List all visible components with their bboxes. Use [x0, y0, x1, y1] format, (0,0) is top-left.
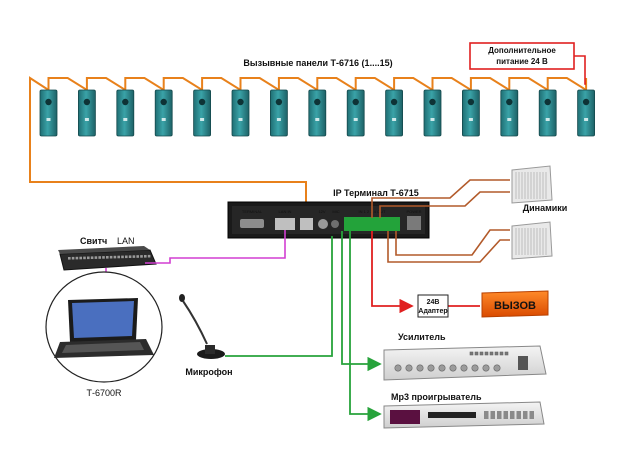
call-panel-icon [538, 89, 557, 137]
speakers-label: Динамики [523, 203, 568, 213]
call-panel-icon [231, 89, 250, 137]
call-panel-icon [78, 89, 96, 137]
switch-label: Свитч [80, 236, 107, 246]
microphone-icon [179, 294, 225, 359]
call-panels [39, 89, 595, 137]
network-switch [58, 246, 157, 271]
call-panel-icon [308, 89, 327, 137]
network-switch-icon [58, 246, 157, 271]
call-sign-icon [481, 290, 549, 318]
amplifier-label: Усилитель [398, 332, 446, 342]
port-lan-label: LAN IN [279, 209, 292, 214]
call-panel-icon [385, 89, 404, 137]
extra-power-box: Дополнительное питание 24 В [469, 42, 586, 85]
amplifier-icon [383, 345, 547, 381]
call-panel-icon [423, 89, 442, 137]
adapter-wiring [371, 231, 480, 314]
speaker-icon [511, 221, 553, 260]
call-panel-icon [461, 89, 480, 137]
port-power-label: POWER [406, 209, 421, 214]
call-panel-icon [116, 89, 135, 137]
lan-label: LAN [117, 236, 135, 246]
call-panel-icon [193, 89, 212, 137]
microphone-label: Микрофон [185, 367, 232, 377]
computer-label: Т-6700R [86, 388, 122, 398]
port-mic-label: MIC [332, 209, 339, 214]
panels-label: Вызывные панели Т-6716 (1....15) [243, 58, 392, 68]
speaker-wiring [371, 179, 510, 263]
speaker-top [511, 165, 553, 204]
speaker-bottom [511, 221, 553, 260]
adapter-label-line1: 24В [427, 299, 440, 306]
mp3-player-icon [383, 401, 545, 429]
mp3-label: Мр3 проигрыватель [391, 392, 482, 402]
laptop-icon [54, 298, 154, 358]
call-panel-icon [346, 89, 365, 137]
adapter-label-line2: Адаптер [418, 308, 447, 315]
ip-terminal: TERMINAL LAN IN 12V MIC IN 1 2 3 4 OUT P… [227, 201, 430, 239]
terminal-label: IP Терминал Т-6715 [333, 188, 419, 198]
amplifier [383, 345, 547, 381]
port-12v-label: 12V [318, 209, 325, 214]
call-panel-icon [39, 89, 58, 137]
call-sign-text: ВЫЗОВ [494, 300, 536, 312]
speaker-icon [511, 165, 553, 204]
microphone [179, 294, 225, 359]
computer-t6700r [45, 271, 163, 383]
power-adapter-icon [417, 294, 449, 318]
call-panel-icon [500, 89, 519, 137]
mp3-player [383, 401, 545, 429]
call-sign: ВЫЗОВ [481, 290, 549, 318]
extra-power-label-line1: Дополнительное [488, 46, 556, 55]
audio-wiring [225, 231, 382, 422]
call-panel-icon [269, 89, 288, 137]
panel-bus-wiring [29, 76, 588, 205]
call-panel-icon [154, 89, 173, 137]
call-panel-icon [577, 89, 595, 137]
extra-power-label-line2: питание 24 В [496, 57, 548, 66]
ip-terminal-icon [240, 216, 421, 231]
port-terminal-label: TERMINAL [242, 209, 263, 214]
power-adapter: 24В Адаптер [417, 294, 449, 318]
